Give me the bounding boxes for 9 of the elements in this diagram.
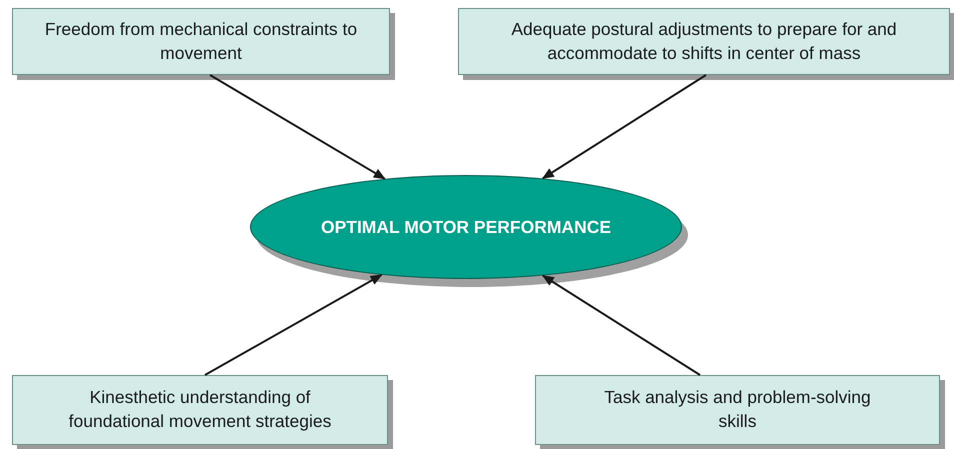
node-text: Freedom from mechanical constraints to movement (44, 18, 358, 64)
arrow (542, 74, 707, 180)
node-text: Task analysis and problem-solving skills (603, 386, 872, 433)
arrow (204, 274, 382, 376)
node-text: OPTIMAL MOTOR PERFORMANCE (320, 216, 612, 238)
node-text: Kinesthetic understanding of foundational movement strategies (68, 386, 332, 433)
arrow (209, 74, 386, 180)
node-text: Adequate postural adjustments to prepare for and accommodate to shifts in center of mass (510, 18, 898, 64)
arrow (542, 274, 701, 376)
